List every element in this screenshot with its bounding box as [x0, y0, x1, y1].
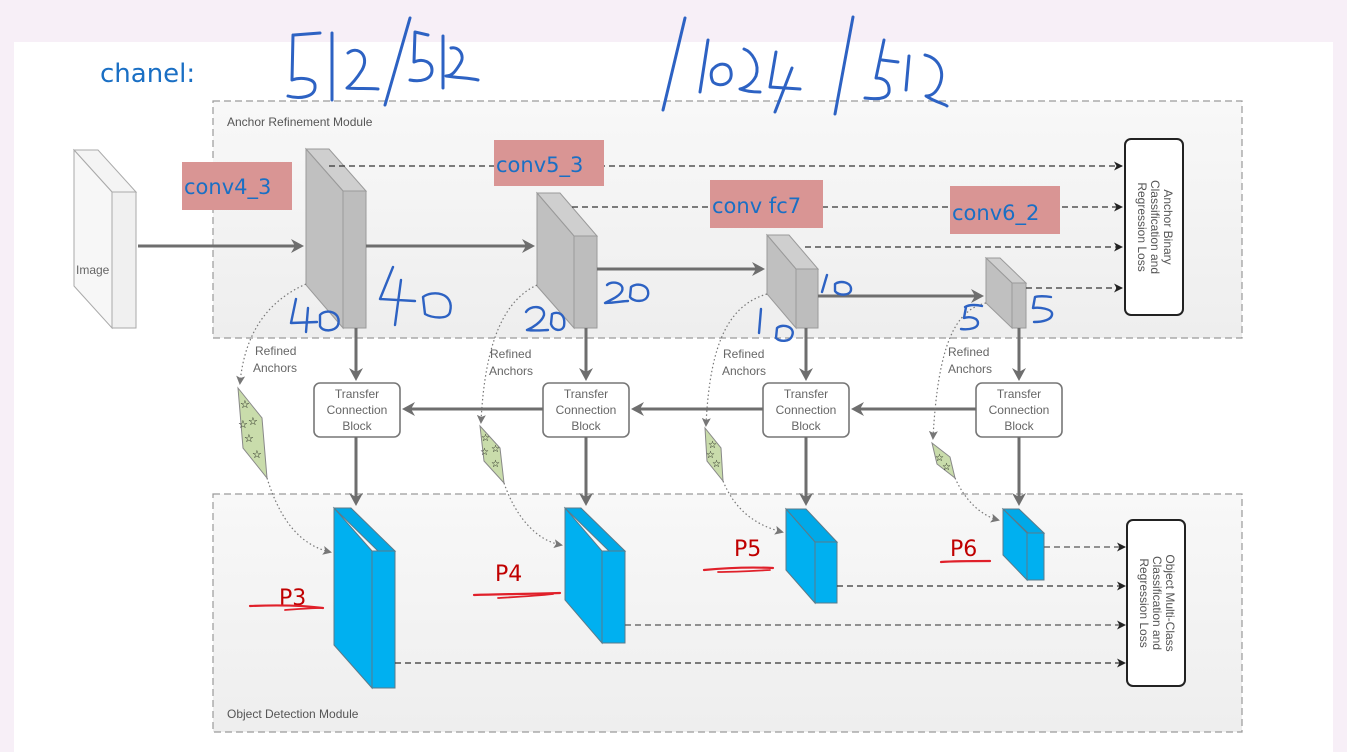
star-icon: ☆: [706, 450, 715, 461]
arm-feature-conv5-3: [535, 191, 599, 330]
odm-feature-p4: [563, 506, 627, 645]
layer-tag-conv-fc7: conv fc7: [710, 180, 823, 228]
svg-text:Refined: Refined: [490, 347, 531, 361]
svg-text:Transfer: Transfer: [335, 387, 379, 401]
pyramid-label-p4: P4: [472, 562, 562, 599]
svg-text:Connection: Connection: [776, 403, 837, 417]
tcb-1: Transfer Connection Block: [313, 382, 401, 438]
slash: [383, 16, 412, 107]
slash: [833, 15, 855, 116]
arm-dashed-outputs: [329, 161, 1123, 293]
svg-text:conv6_2: conv6_2: [952, 201, 1039, 226]
input-image: Image: [72, 148, 138, 330]
svg-text:Block: Block: [1004, 419, 1034, 433]
svg-text:Connection: Connection: [989, 403, 1050, 417]
star-icon: ☆: [942, 462, 951, 473]
size-annotation-conv6-2: [959, 295, 1054, 331]
arm-feature-conv-fc7: [765, 233, 820, 330]
layer-tag-conv5-3: conv5_3: [494, 140, 604, 186]
forward-arrows: [138, 239, 984, 303]
tcb-to-odm-arrows: [349, 437, 1026, 506]
layer-tag-conv4-3: conv4_3: [182, 162, 292, 210]
size-annotation-conv4-3: [289, 265, 452, 334]
tcb-2: Transfer Connection Block: [542, 382, 630, 438]
arm-feature-conv6-2: [984, 256, 1028, 330]
svg-text:conv fc7: conv fc7: [712, 194, 801, 218]
arm-feature-conv4-3: [304, 147, 368, 330]
svg-text:Refined: Refined: [948, 345, 989, 359]
svg-text:Block: Block: [342, 419, 372, 433]
odm-dashed-outputs: [395, 542, 1126, 668]
handwritten-512-a: [286, 31, 380, 102]
arm-loss-box: Anchor Binary Classification and Regress…: [1124, 138, 1184, 316]
tcb-3: Transfer Connection Block: [762, 382, 850, 438]
star-icon: ☆: [708, 440, 717, 451]
chanel-label: chanel:: [100, 59, 195, 89]
svg-text:conv5_3: conv5_3: [496, 153, 583, 178]
refined-anchors-2: Refined Anchors ☆ ☆ ☆ ☆: [476, 284, 563, 549]
pyramid-label-p5: P5: [702, 537, 775, 573]
arm-loss-line2: Classification and: [1148, 180, 1162, 274]
svg-text:Refined: Refined: [255, 344, 296, 358]
svg-text:Transfer: Transfer: [564, 387, 608, 401]
svg-text:Connection: Connection: [556, 403, 617, 417]
handwritten-1024: [698, 38, 802, 114]
pyramid-label-p3: P3: [248, 586, 325, 611]
channel-annotation: chanel:: [100, 15, 949, 116]
refined-anchors-1: Refined Anchors ☆ ☆ ☆ ☆ ☆: [236, 283, 332, 555]
handwritten-512-b: [408, 30, 480, 90]
star-icon: ☆: [491, 459, 500, 470]
star-icon: ☆: [238, 419, 248, 431]
refined-anchors-3: Refined Anchors ☆ ☆ ☆: [701, 293, 784, 535]
odm-loss-box: Object Multi-Class Classification and Re…: [1126, 519, 1186, 687]
svg-text:P4: P4: [495, 562, 522, 587]
odm-title: Object Detection Module: [227, 707, 359, 721]
arm-to-tcb-arrows: [349, 328, 1026, 381]
svg-text:conv4_3: conv4_3: [184, 175, 271, 200]
arm-loss-line3: Regression Loss: [1135, 182, 1149, 271]
svg-text:P6: P6: [950, 537, 977, 562]
odm-loss-line1: Object Multi-Class: [1163, 554, 1177, 651]
svg-text:Refined: Refined: [723, 347, 764, 361]
star-icon: ☆: [480, 447, 489, 458]
odm-loss-line3: Regression Loss: [1137, 558, 1151, 647]
star-icon: ☆: [481, 433, 490, 444]
size-annotation-conv5-3: [524, 281, 650, 332]
pyramid-label-p6: P6: [939, 537, 992, 564]
star-icon: ☆: [240, 399, 250, 411]
slash: [661, 16, 687, 112]
arm-title: Anchor Refinement Module: [227, 115, 373, 129]
odm-loss-line2: Classification and: [1150, 556, 1164, 650]
input-image-label: Image: [76, 263, 110, 277]
star-icon: ☆: [935, 453, 944, 464]
size-annotation-conv-fc7: [757, 273, 853, 342]
odm-feature-p5: [784, 507, 839, 605]
svg-text:Block: Block: [791, 419, 821, 433]
svg-text:P5: P5: [734, 537, 761, 562]
star-icon: ☆: [244, 433, 254, 445]
svg-text:Anchors: Anchors: [948, 362, 992, 376]
star-icon: ☆: [491, 444, 500, 455]
svg-text:P3: P3: [279, 586, 306, 611]
svg-text:Anchors: Anchors: [489, 364, 533, 378]
arm-loss-line1: Anchor Binary: [1161, 189, 1175, 264]
star-icon: ☆: [248, 416, 258, 428]
refined-anchors-4: Refined Anchors ☆ ☆: [928, 302, 1000, 523]
handwritten-512-c: [863, 38, 949, 108]
svg-text:Anchors: Anchors: [722, 364, 766, 378]
tcb-4: Transfer Connection Block: [975, 382, 1063, 438]
svg-text:Transfer: Transfer: [784, 387, 828, 401]
odm-feature-p6: [1001, 507, 1046, 582]
svg-text:Block: Block: [571, 419, 601, 433]
odm-feature-p3: [332, 506, 397, 690]
star-icon: ☆: [712, 459, 721, 470]
svg-text:Connection: Connection: [327, 403, 388, 417]
svg-text:Anchors: Anchors: [253, 361, 297, 375]
svg-text:Transfer: Transfer: [997, 387, 1041, 401]
layer-tag-conv6-2: conv6_2: [950, 186, 1060, 234]
star-icon: ☆: [252, 449, 262, 461]
